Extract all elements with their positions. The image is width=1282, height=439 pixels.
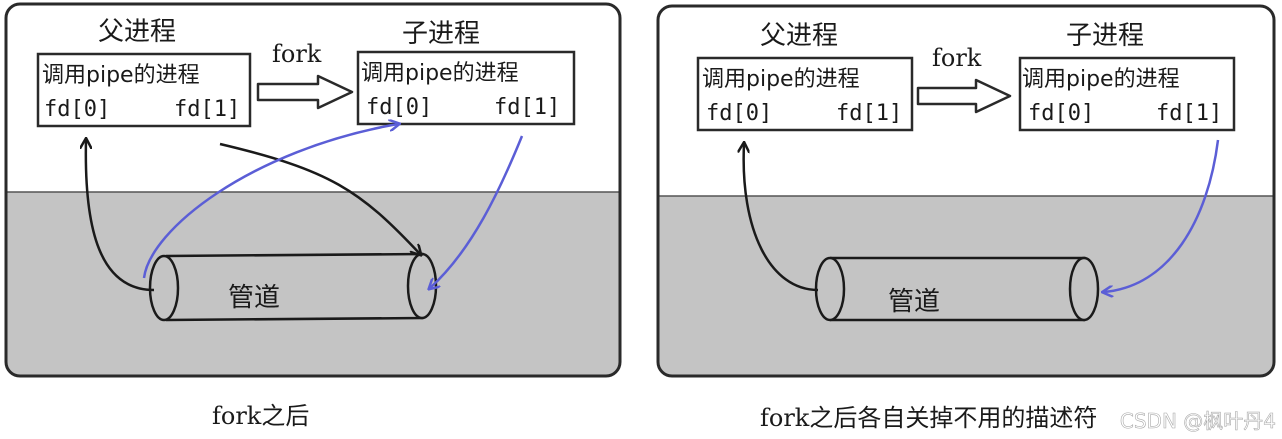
child-box-label: 调用pipe的进程: [361, 61, 519, 86]
child-write-arrow-2: [1104, 139, 1220, 292]
parent-read-arrow-2: [744, 144, 819, 292]
child-fd0-2: fd[0]: [1028, 101, 1094, 126]
fork-arrow-2: [916, 78, 1012, 114]
parent-process-box: [36, 52, 252, 128]
parent-process-title-2: 父进程: [760, 21, 838, 51]
child-process-title: 子进程: [402, 19, 480, 49]
pipe-cylinder-2: [814, 256, 1100, 322]
child-process-title-2: 子进程: [1066, 21, 1144, 51]
panel-right-frame: [656, 4, 1276, 378]
parent-fd1: fd[1]: [174, 97, 240, 122]
fork-label: fork: [272, 40, 322, 68]
panel-left: 父进程 子进程 调用pipe的进程 fd[0] fd[1] 调用pipe的进程 …: [4, 2, 622, 430]
child-box-label-2: 调用pipe的进程: [1022, 67, 1180, 92]
parent-box-label: 调用pipe的进程: [42, 63, 200, 88]
pipe-label: 管道: [228, 283, 280, 313]
panel-left-frame: [4, 2, 622, 378]
panel-right: 父进程 子进程 调用pipe的进程 fd[0] fd[1] 调用pipe的进程 …: [656, 4, 1276, 432]
child-process-box: [356, 50, 576, 126]
panel-left-caption: fork之后: [212, 402, 309, 430]
pipe-label-2: 管道: [888, 287, 940, 317]
parent-box-label-2: 调用pipe的进程: [702, 67, 860, 92]
child-fd0: fd[0]: [366, 95, 432, 120]
child-fd1: fd[1]: [494, 95, 560, 120]
parent-fd0-2: fd[0]: [706, 101, 772, 126]
child-process-box-2: [1018, 56, 1236, 132]
child-read-arrow: [142, 124, 398, 279]
watermark: CSDN @枫叶丹4: [1120, 409, 1276, 433]
panel-right-caption: fork之后各自关掉不用的描述符: [760, 404, 1097, 432]
parent-process-title: 父进程: [98, 17, 176, 47]
parent-process-box-2: [696, 56, 914, 132]
pipe-cylinder: [148, 252, 438, 322]
child-write-arrow: [430, 135, 524, 288]
parent-fd1-2: fd[1]: [836, 101, 902, 126]
parent-write-arrow: [219, 142, 420, 254]
fork-label-2: fork: [932, 44, 982, 72]
parent-fd0: fd[0]: [44, 97, 110, 122]
fork-arrow: [256, 74, 354, 110]
child-fd1-2: fd[1]: [1156, 101, 1222, 126]
parent-read-arrow: [86, 140, 155, 292]
